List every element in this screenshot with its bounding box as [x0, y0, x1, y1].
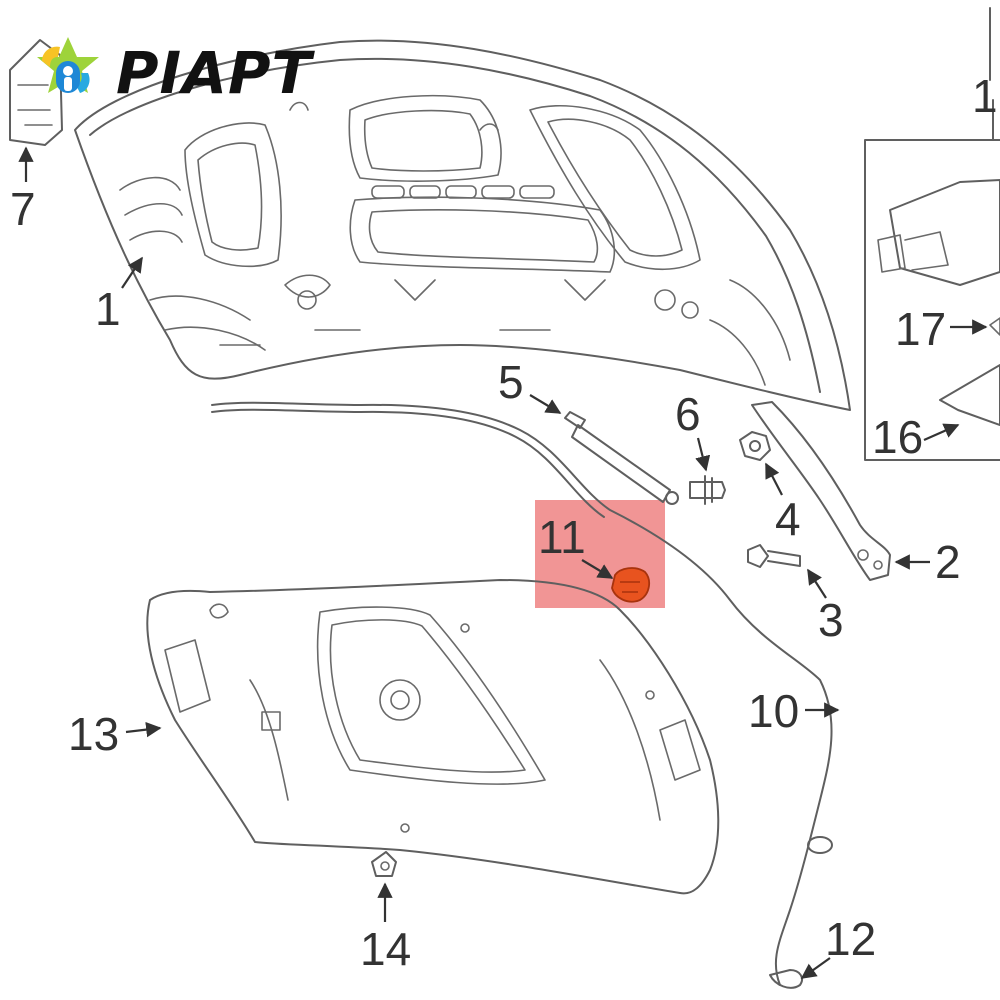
callout-10: 10: [748, 685, 799, 737]
callout-6: 6: [675, 388, 701, 440]
callout-1: 1: [95, 283, 121, 335]
callout-16: 16: [872, 411, 923, 463]
callout-14: 14: [360, 923, 411, 975]
push-clip: [371, 851, 397, 877]
release-cable: [211, 401, 833, 989]
callout-5: 5: [498, 356, 524, 408]
bolt-part: [747, 544, 801, 568]
part-11-clip: [611, 567, 651, 603]
callout-1-inset: 1: [972, 70, 998, 122]
brand-logo: PIAPT: [28, 28, 312, 118]
callout-3: 4: [775, 493, 801, 545]
callout-17: 17: [895, 303, 946, 355]
callout-12: 12: [825, 913, 876, 965]
insulation-pad: [146, 579, 720, 895]
callout-2: 2: [935, 536, 961, 588]
brand-icon: [37, 37, 99, 93]
gas-strut: [564, 411, 679, 505]
inset-box: [864, 7, 1000, 461]
callout-7: 7: [10, 183, 36, 235]
callout-4: 3: [818, 594, 844, 646]
hinge-part: [751, 401, 891, 581]
callout-11: 11: [538, 511, 586, 563]
callout-13: 13: [68, 708, 119, 760]
latch-part: [9, 39, 63, 146]
brand-name: PIAPT: [116, 39, 313, 107]
callouts: 7 1 5 6 4 2 3 11 10 13 14 12 16 17 1: [10, 70, 998, 979]
clip-part: [689, 475, 726, 505]
hood-panel: [74, 39, 851, 411]
nut-part: [739, 431, 771, 461]
